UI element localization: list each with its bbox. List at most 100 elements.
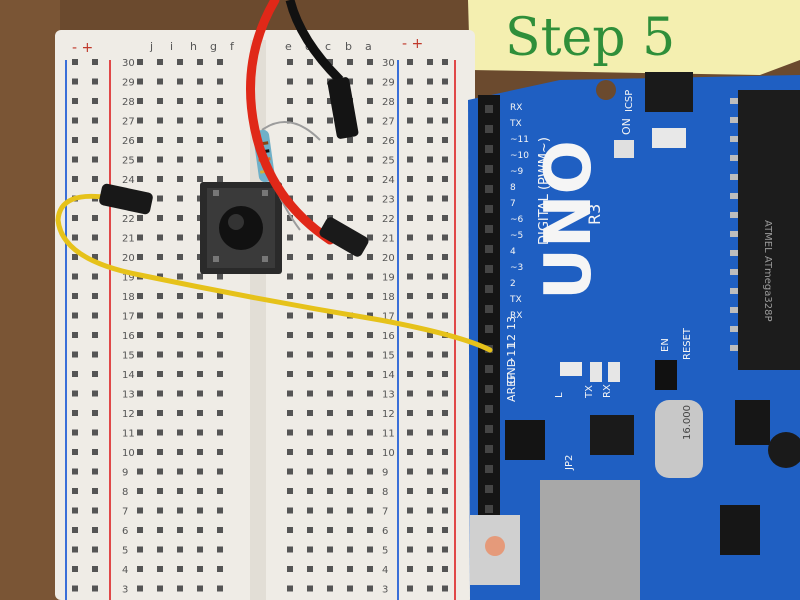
breadboard-hole bbox=[367, 195, 373, 202]
header-pin bbox=[485, 365, 493, 373]
breadboard-hole bbox=[157, 273, 163, 280]
breadboard-hole bbox=[72, 59, 78, 65]
row-number: 26 bbox=[382, 136, 395, 147]
breadboard-hole bbox=[92, 390, 98, 397]
breadboard-hole bbox=[327, 585, 333, 592]
breadboard-hole bbox=[327, 371, 333, 377]
breadboard-hole bbox=[407, 546, 413, 553]
pin-label: 13 bbox=[505, 316, 518, 330]
breadboard-hole bbox=[92, 371, 98, 377]
header-label: ~5 bbox=[510, 231, 523, 241]
breadboard-hole bbox=[307, 468, 313, 475]
breadboard-hole bbox=[72, 390, 78, 397]
row-number: 4 bbox=[122, 565, 128, 576]
breadboard-hole bbox=[197, 449, 203, 455]
breadboard-hole bbox=[347, 468, 353, 475]
breadboard-hole bbox=[407, 254, 413, 260]
breadboard-hole bbox=[137, 234, 143, 241]
breadboard-hole bbox=[177, 215, 183, 221]
breadboard-hole bbox=[197, 312, 203, 319]
breadboard-hole bbox=[197, 468, 203, 475]
breadboard-hole bbox=[367, 449, 373, 455]
breadboard-hole bbox=[407, 59, 413, 65]
breadboard-hole bbox=[407, 234, 413, 241]
row-number: 27 bbox=[122, 117, 135, 128]
breadboard-hole bbox=[72, 507, 78, 514]
breadboard-hole bbox=[327, 390, 333, 397]
breadboard-hole bbox=[427, 351, 433, 358]
breadboard-hole bbox=[137, 449, 143, 455]
breadboard-hole bbox=[197, 293, 203, 299]
breadboard-hole bbox=[217, 351, 223, 358]
breadboard-hole bbox=[347, 78, 353, 85]
pin-label: GND bbox=[505, 359, 518, 384]
icsp-header bbox=[645, 72, 693, 112]
breadboard-hole bbox=[287, 527, 293, 533]
breadboard-hole bbox=[137, 78, 143, 85]
breadboard-hole bbox=[72, 410, 78, 416]
chip-legs bbox=[730, 98, 738, 351]
column-letter: g bbox=[210, 40, 217, 53]
header-label: 4 bbox=[510, 247, 516, 257]
breadboard-hole bbox=[407, 312, 413, 319]
breadboard-hole bbox=[157, 312, 163, 319]
row-number: 19 bbox=[122, 273, 135, 284]
breadboard-hole bbox=[287, 351, 293, 358]
breadboard-hole bbox=[327, 254, 333, 260]
header-label: ~11 bbox=[510, 135, 529, 145]
row-number: 16 bbox=[122, 331, 135, 342]
breadboard-hole bbox=[177, 59, 183, 65]
jp2-label: JP2 bbox=[564, 455, 575, 471]
breadboard-hole bbox=[72, 234, 78, 241]
breadboard-hole bbox=[217, 527, 223, 533]
yellow-wire bbox=[55, 183, 493, 353]
breadboard-hole bbox=[92, 234, 98, 241]
breadboard-hole bbox=[217, 98, 223, 104]
header-pin bbox=[485, 325, 493, 333]
breadboard-hole bbox=[367, 137, 373, 143]
row-number: 27 bbox=[382, 117, 395, 128]
breadboard-hole bbox=[367, 488, 373, 494]
breadboard-hole bbox=[137, 59, 143, 65]
breadboard-hole bbox=[307, 507, 313, 514]
led-label: TX bbox=[584, 385, 595, 399]
breadboard-hole bbox=[287, 273, 293, 280]
breadboard-hole bbox=[442, 351, 448, 358]
breadboard-hole bbox=[427, 468, 433, 475]
header-pin bbox=[485, 145, 493, 153]
breadboard-hole bbox=[72, 254, 78, 260]
breadboard-hole bbox=[197, 527, 203, 533]
breadboard-hole bbox=[442, 371, 448, 377]
breadboard-hole bbox=[72, 215, 78, 221]
breadboard-hole bbox=[407, 507, 413, 514]
breadboard-hole bbox=[347, 566, 353, 572]
breadboard-hole bbox=[92, 429, 98, 436]
row-number: 29 bbox=[122, 78, 135, 89]
board-revision: R3 bbox=[585, 204, 604, 225]
breadboard-hole bbox=[442, 527, 448, 533]
breadboard-hole bbox=[137, 117, 143, 124]
breadboard-hole bbox=[217, 410, 223, 416]
breadboard-hole bbox=[177, 293, 183, 299]
breadboard-hole bbox=[367, 254, 373, 260]
breadboard-hole bbox=[287, 59, 293, 65]
breadboard-hole bbox=[157, 78, 163, 85]
breadboard-hole bbox=[72, 176, 78, 182]
row-number: 17 bbox=[122, 312, 135, 323]
breadboard-hole bbox=[307, 488, 313, 494]
breadboard-hole bbox=[72, 566, 78, 572]
breadboard-hole bbox=[92, 332, 98, 338]
breadboard-hole bbox=[177, 468, 183, 475]
breadboard-hole bbox=[427, 312, 433, 319]
breadboard-hole bbox=[287, 449, 293, 455]
breadboard-hole bbox=[92, 585, 98, 592]
header-label: ~10 bbox=[510, 151, 529, 161]
column-letter: h bbox=[190, 40, 197, 53]
breadboard-hole bbox=[347, 351, 353, 358]
breadboard-hole bbox=[157, 195, 163, 202]
breadboard-hole bbox=[367, 507, 373, 514]
breadboard-hole bbox=[72, 429, 78, 436]
breadboard-hole bbox=[327, 117, 333, 124]
breadboard-hole bbox=[72, 293, 78, 299]
breadboard-hole bbox=[197, 351, 203, 358]
